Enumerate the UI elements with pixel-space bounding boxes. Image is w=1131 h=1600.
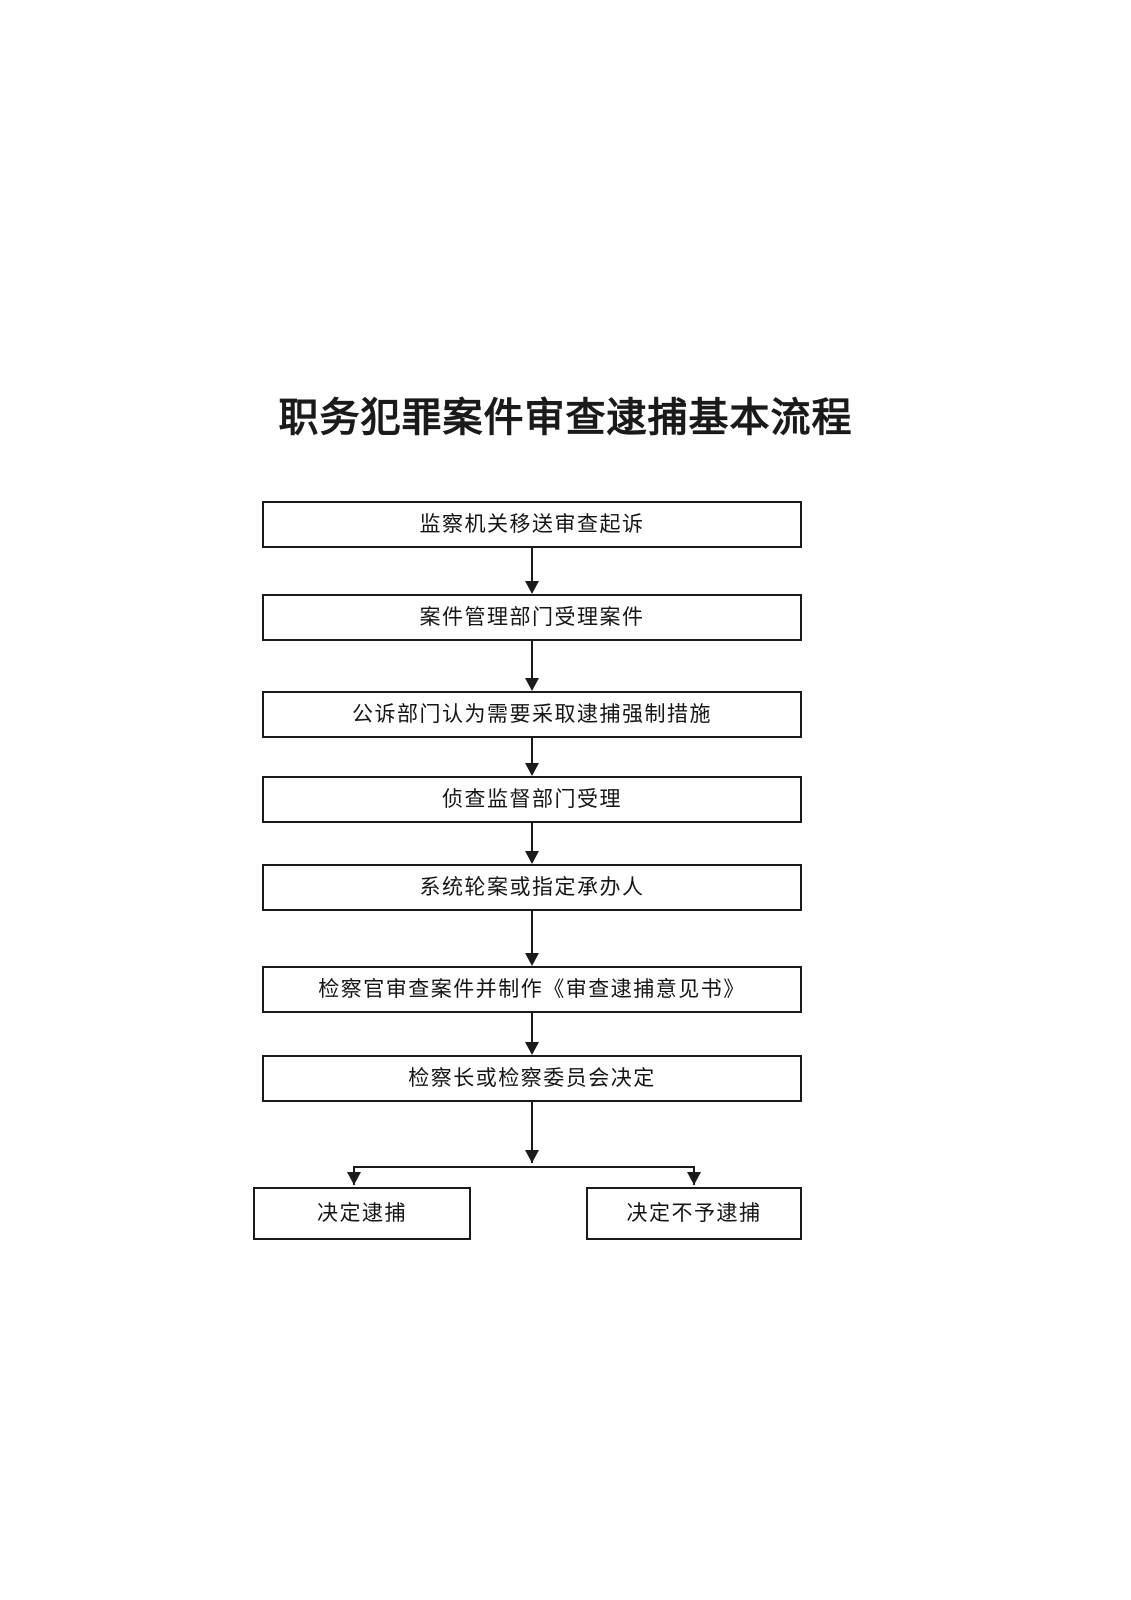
flow-node-step-2: 案件管理部门受理案件 [262, 594, 802, 641]
flow-node-label: 案件管理部门受理案件 [419, 605, 645, 629]
arrow-head-icon [525, 953, 539, 966]
connector-step1-step2 [531, 548, 533, 581]
flow-node-step-4: 侦查监督部门受理 [262, 776, 802, 823]
arrow-head-icon [525, 851, 539, 864]
flow-node-label: 监察机关移送审查起诉 [419, 512, 645, 536]
flow-node-step-7: 检察长或检察委员会决定 [262, 1055, 802, 1102]
flow-node-step-5: 系统轮案或指定承办人 [262, 864, 802, 911]
page-title: 职务犯罪案件审查逮捕基本流程 [278, 393, 853, 441]
branch-bar [353, 1166, 695, 1168]
flow-node-step-1: 监察机关移送审查起诉 [262, 501, 802, 548]
arrow-head-icon [525, 581, 539, 594]
flow-node-label: 决定逮捕 [317, 1201, 407, 1225]
arrow-head-icon [525, 678, 539, 691]
flow-node-outcome-arrest: 决定逮捕 [253, 1187, 471, 1240]
flow-node-label: 检察官审查案件并制作《审查逮捕意见书》 [318, 977, 746, 1001]
connector-step3-step4 [531, 738, 533, 763]
connector-step6-step7 [531, 1013, 533, 1042]
connector-step7-branch [531, 1102, 533, 1163]
arrow-head-icon [347, 1172, 361, 1185]
arrow-head-icon [687, 1172, 701, 1185]
flow-node-label: 检察长或检察委员会决定 [408, 1066, 656, 1090]
arrow-head-icon [525, 1042, 539, 1055]
arrow-head-icon [525, 1150, 539, 1163]
connector-step2-step3 [531, 641, 533, 678]
flow-node-step-3: 公诉部门认为需要采取逮捕强制措施 [262, 691, 802, 738]
flow-node-label: 系统轮案或指定承办人 [419, 875, 645, 899]
flow-node-step-6: 检察官审查案件并制作《审查逮捕意见书》 [262, 966, 802, 1013]
flow-node-label: 公诉部门认为需要采取逮捕强制措施 [352, 702, 712, 726]
flow-node-label: 决定不予逮捕 [626, 1201, 762, 1225]
flow-node-label: 侦查监督部门受理 [442, 787, 622, 811]
connector-step4-step5 [531, 823, 533, 851]
arrow-head-icon [525, 763, 539, 776]
connector-step5-step6 [531, 911, 533, 953]
flow-node-outcome-no-arrest: 决定不予逮捕 [586, 1187, 802, 1240]
